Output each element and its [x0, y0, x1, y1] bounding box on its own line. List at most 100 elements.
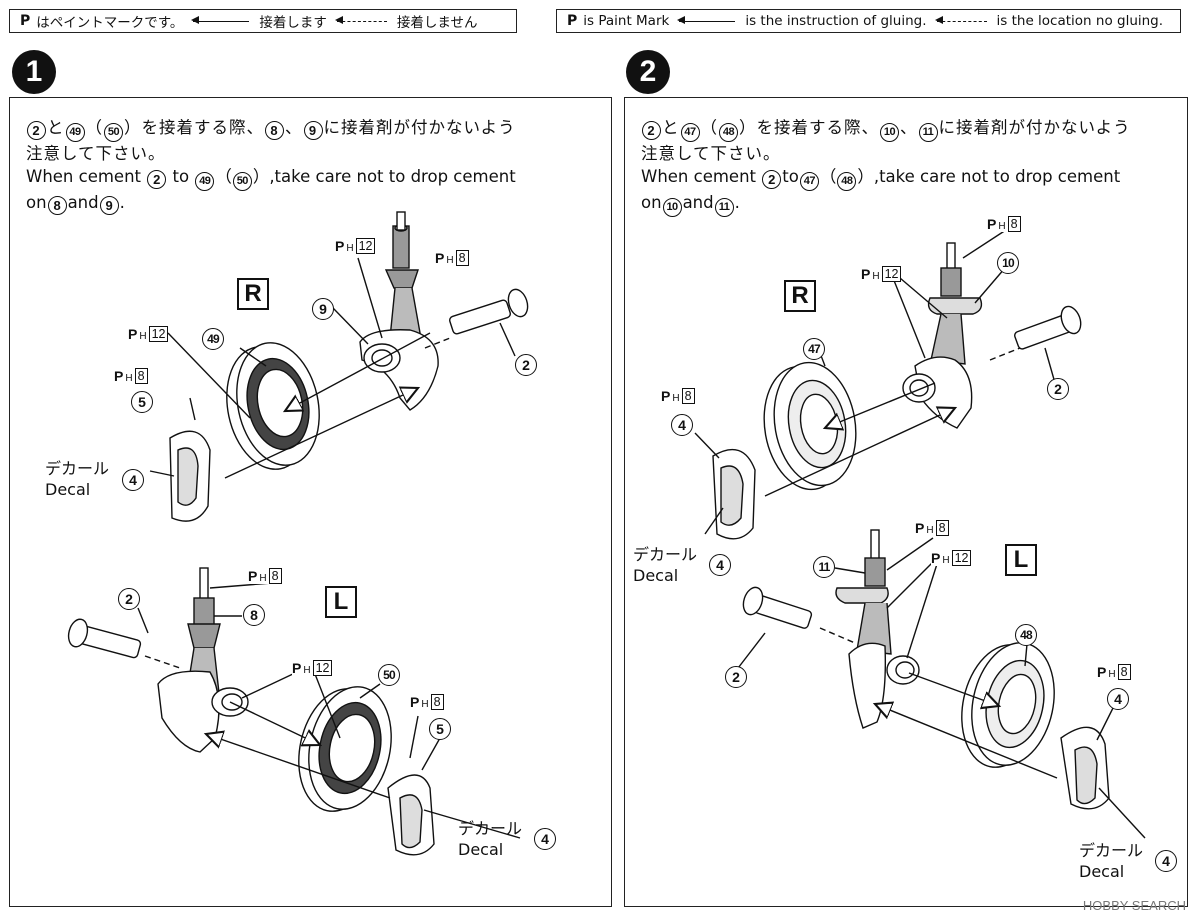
brake-disc-50: [298, 686, 392, 812]
part-ref: 47: [799, 172, 819, 191]
part-number-4: 4: [709, 554, 731, 576]
decal-jp: デカール: [458, 819, 523, 838]
part-number-4: 4: [671, 414, 693, 436]
text: .: [119, 193, 125, 212]
solid-arrow-icon: [677, 16, 736, 24]
decal-en: Decal: [45, 480, 91, 499]
part-ref: 11: [918, 123, 938, 142]
legend-paint-text: はペイントマークです。: [36, 15, 184, 31]
part-number-5: 5: [429, 718, 451, 740]
dashed-arrow-icon: [934, 16, 987, 24]
brake-caliper-5-r: [169, 430, 211, 522]
text: .: [734, 193, 740, 212]
brake-disc-49: [226, 342, 320, 470]
part-ref: 8: [47, 196, 67, 215]
decal-label: デカール Decal: [1079, 840, 1143, 882]
part-ref: 9: [99, 196, 119, 215]
part-number-8: 8: [243, 604, 265, 626]
decal-jp: デカール: [1079, 841, 1144, 860]
knuckle-l: [835, 529, 920, 729]
watermark: HOBBY SEARCH: [1082, 898, 1186, 913]
part-ref: 8: [265, 121, 284, 140]
knuckle-l: [157, 567, 249, 753]
text: ,take care not to drop cement: [873, 167, 1121, 186]
part-number-4: 4: [534, 828, 556, 850]
text: に接着剤が付かないよう: [938, 118, 1131, 137]
part-number-4: 4: [122, 469, 144, 491]
part-ref: 49: [195, 172, 215, 191]
part-ref: 2: [27, 121, 46, 140]
part-number-50: 50: [378, 664, 400, 686]
decal-label: デカール Decal: [458, 818, 522, 860]
part-number-2: 2: [515, 354, 537, 376]
text: ,take care not to drop cement: [269, 167, 516, 186]
part-number-48: 48: [1015, 624, 1037, 646]
part-ref: 9: [303, 121, 323, 140]
legend-glue-text: is the instruction of gluing.: [745, 13, 927, 29]
instruction-jp-line2: 注意して下さい。: [26, 144, 166, 163]
legend-english: P is Paint Mark is the instruction of gl…: [556, 9, 1181, 33]
side-label-l: L: [325, 586, 357, 618]
instruction-jp-line2: 注意して下さい。: [641, 144, 781, 163]
decal-en: Decal: [633, 566, 679, 585]
part-ref: 47: [680, 123, 700, 142]
text: に接着剤が付かないよう: [323, 118, 516, 137]
part-ref: 2: [147, 170, 167, 189]
decal-en: Decal: [458, 840, 504, 859]
text: When cement: [641, 167, 762, 186]
part-number-2: 2: [1047, 378, 1069, 400]
dashed-arrow-icon: [334, 16, 387, 24]
part-number-4: 4: [1155, 850, 1177, 872]
decal-jp: デカール: [45, 459, 110, 478]
part-number-2: 2: [725, 666, 747, 688]
part-number-9: 9: [312, 298, 334, 320]
axle-pin-2-r: [1014, 305, 1082, 350]
step-1-diagram: [67, 211, 529, 856]
part-ref: 49: [65, 123, 85, 142]
paint-mark-symbol: P: [20, 13, 31, 29]
step-1-number: 1: [12, 50, 56, 94]
knuckle-r: [902, 242, 983, 429]
part-ref: 2: [762, 170, 782, 189]
part-ref: 10: [662, 198, 682, 217]
text: と: [47, 118, 65, 137]
step-2-diagram: [694, 227, 1146, 839]
text: を接着する際、: [756, 118, 879, 137]
paint-mark-symbol: P: [567, 13, 578, 29]
part-number-11: 11: [813, 556, 835, 578]
part-number-49: 49: [202, 328, 224, 350]
text: on: [26, 193, 47, 212]
brake-caliper-4-r: [712, 448, 756, 540]
brake-caliper-5-l: [387, 774, 435, 856]
side-label-r: R: [237, 278, 269, 310]
brake-caliper-4-l: [1060, 726, 1110, 810]
part-number-10: 10: [997, 252, 1019, 274]
brake-disc-48: [961, 642, 1055, 768]
legend-paint-text: is Paint Mark: [583, 13, 670, 29]
part-number-2: 2: [118, 588, 140, 610]
legend-no-glue-text: is the location no gluing.: [996, 13, 1164, 29]
part-ref: 50: [104, 123, 123, 142]
text: on: [641, 193, 662, 212]
decal-label: デカール Decal: [633, 544, 697, 586]
text: to: [782, 167, 799, 186]
side-label-l: L: [1005, 544, 1037, 576]
decal-jp: デカール: [633, 545, 698, 564]
part-ref: 50: [232, 172, 252, 191]
text: and: [67, 193, 99, 212]
part-ref: 11: [714, 198, 734, 217]
